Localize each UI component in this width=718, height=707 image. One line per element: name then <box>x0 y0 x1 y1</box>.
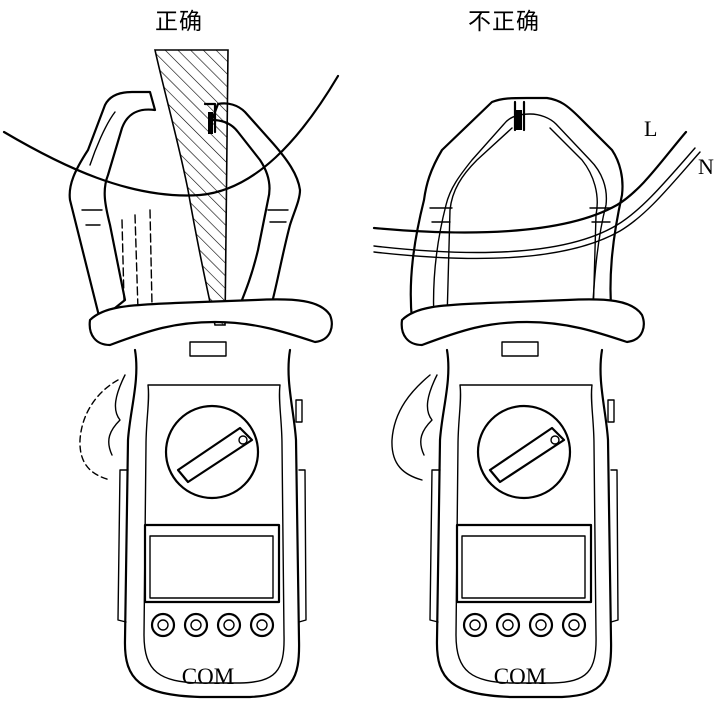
hatched-finger-guard <box>154 49 229 326</box>
rotary-dial-incorrect[interactable] <box>476 404 572 500</box>
function-button[interactable] <box>150 612 176 638</box>
caption-correct: 正确 <box>155 9 203 35</box>
com-label-incorrect: COM <box>494 664 546 689</box>
guard-band-incorrect <box>400 298 645 347</box>
button-row-incorrect <box>462 612 587 638</box>
wire-live <box>372 130 688 234</box>
wire-label-neutral: N <box>698 154 714 179</box>
lcd-display-correct <box>149 535 274 599</box>
button-row-correct <box>150 612 275 638</box>
function-button[interactable] <box>183 612 209 638</box>
guard-band-correct <box>88 298 333 347</box>
function-button[interactable] <box>495 612 521 638</box>
clamp-meter-correct: COM <box>2 49 340 699</box>
wire-neutral <box>373 147 696 254</box>
wire-correct <box>2 74 340 197</box>
clamp-meter-incorrect: COM <box>372 96 701 699</box>
wire-label-live: L <box>644 116 657 141</box>
com-label-correct: COM <box>182 664 234 689</box>
function-button[interactable] <box>249 612 275 638</box>
lcd-display-incorrect <box>461 535 586 599</box>
function-button[interactable] <box>216 612 242 638</box>
clamp-jaws-incorrect <box>409 96 624 322</box>
function-button[interactable] <box>561 612 587 638</box>
right-jaw-correct <box>210 102 302 322</box>
left-jaw-correct <box>68 90 157 322</box>
function-button[interactable] <box>462 612 488 638</box>
function-button[interactable] <box>528 612 554 638</box>
rotary-dial-correct[interactable] <box>164 404 260 500</box>
caption-incorrect: 不正确 <box>468 9 540 35</box>
